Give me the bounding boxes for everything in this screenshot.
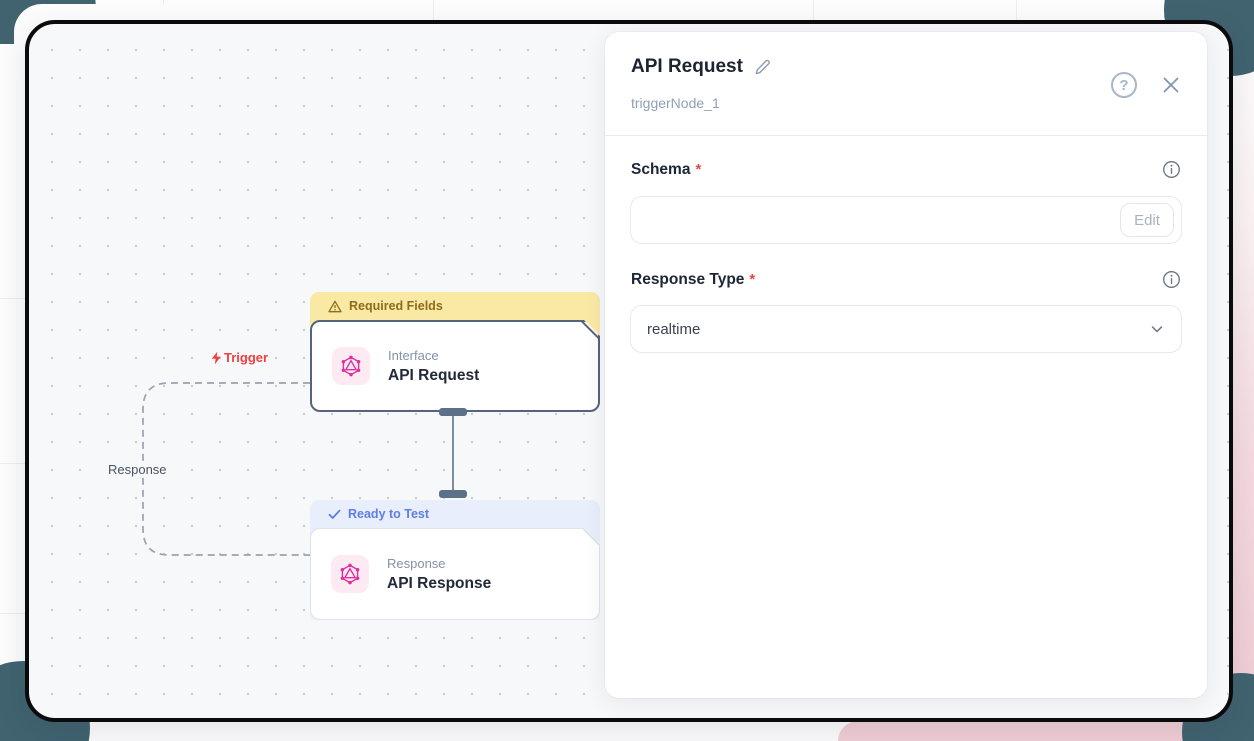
- schema-input[interactable]: [630, 196, 1182, 244]
- node-id-label: triggerNode_1: [631, 95, 720, 111]
- source-handle[interactable]: [439, 408, 467, 416]
- schema-field-label: Schema: [631, 160, 691, 178]
- bg-grid-line: [0, 613, 25, 614]
- node-api-response[interactable]: Ready to Test Response API: [310, 500, 600, 620]
- node-title: API Request: [388, 366, 480, 384]
- close-icon[interactable]: [1161, 75, 1181, 95]
- schema-edit-button[interactable]: Edit: [1120, 203, 1174, 237]
- node-category: Response: [387, 555, 446, 571]
- bg-grid-line: [433, 0, 434, 30]
- help-icon[interactable]: ?: [1111, 72, 1137, 98]
- graphql-icon: [339, 563, 361, 585]
- node-banner-label: Required Fields: [349, 299, 443, 313]
- response-type-selected-value: realtime: [647, 320, 701, 338]
- workflow-editor-frame: Response Trigger Required Fields: [25, 20, 1233, 722]
- trigger-badge-label: Trigger: [224, 350, 269, 365]
- divider: [605, 135, 1207, 136]
- node-banner-label: Ready to Test: [348, 507, 430, 521]
- node-connector-line: [452, 414, 454, 497]
- info-icon[interactable]: [1162, 270, 1181, 289]
- edit-pencil-icon[interactable]: [753, 58, 772, 77]
- chevron-down-icon: [1149, 321, 1165, 337]
- bg-grid-line: [813, 0, 814, 30]
- required-asterisk: *: [749, 271, 756, 288]
- required-asterisk: *: [695, 161, 702, 178]
- check-icon: [328, 509, 341, 519]
- graphql-icon: [340, 355, 362, 377]
- bg-grid-line: [1016, 0, 1017, 30]
- node-api-request[interactable]: Required Fields Interface: [310, 292, 600, 412]
- response-type-field-label: Response Type: [631, 270, 745, 288]
- warning-triangle-icon: [328, 300, 342, 312]
- page-pink-gradient-strip: [1232, 0, 1254, 741]
- info-icon[interactable]: [1162, 160, 1181, 179]
- response-type-select[interactable]: realtime: [630, 305, 1182, 353]
- node-details-panel: API Request triggerNode_1 ? Schema *: [605, 32, 1207, 698]
- page-pink-bottom-strip: [838, 721, 1254, 741]
- panel-title: API Request: [631, 56, 743, 77]
- node-icon-tile: [331, 555, 369, 593]
- panel-title-row: API Request: [631, 56, 772, 78]
- lightning-bolt-icon: [211, 351, 221, 364]
- node-icon-tile: [332, 347, 370, 385]
- trigger-badge: Trigger: [210, 350, 268, 365]
- node-card-api-request[interactable]: Interface API Request: [310, 320, 600, 412]
- edge-label-response: Response: [103, 461, 172, 478]
- node-category: Interface: [388, 347, 439, 363]
- node-card-api-response[interactable]: Response API Response: [310, 528, 600, 620]
- node-title: API Response: [387, 574, 492, 592]
- bg-grid-line: [0, 298, 25, 299]
- target-handle[interactable]: [439, 490, 467, 498]
- bg-grid-line: [0, 463, 25, 464]
